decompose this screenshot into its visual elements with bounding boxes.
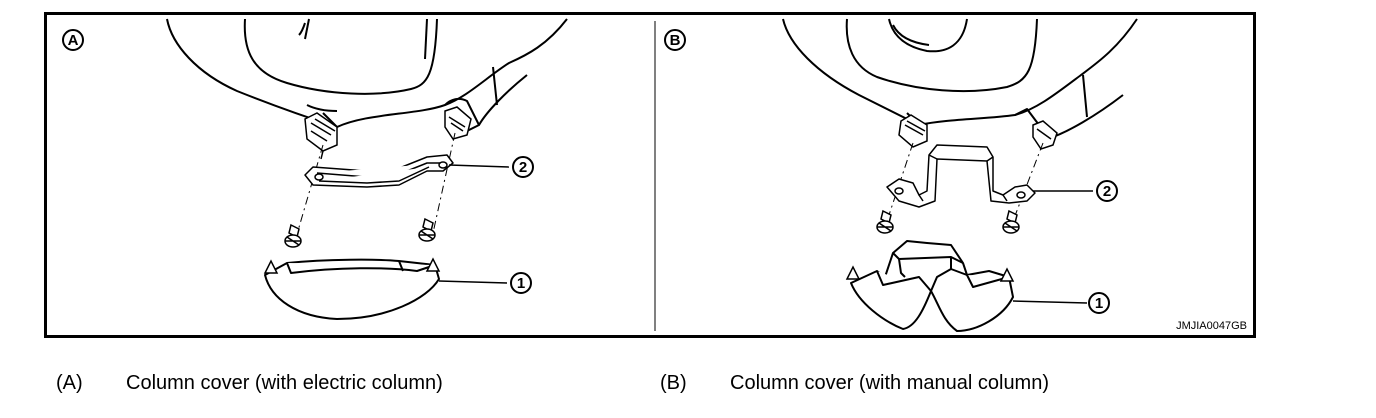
upper-column-cover-b bbox=[782, 18, 1138, 140]
alignment-lines-a bbox=[294, 132, 456, 242]
screw-b-left bbox=[876, 209, 894, 234]
panel-a: A bbox=[62, 18, 568, 320]
leader-lines-b bbox=[1012, 190, 1093, 304]
svg-text:1: 1 bbox=[517, 275, 525, 292]
svg-text:B: B bbox=[670, 32, 681, 49]
callout-b-2: 2 bbox=[1096, 180, 1118, 202]
caption-a-text: Column cover (with electric column) bbox=[126, 372, 443, 394]
screw-a-left bbox=[284, 223, 302, 248]
clip-b-right bbox=[1032, 120, 1058, 150]
clip-a-left bbox=[304, 112, 338, 160]
panel-b: B bbox=[664, 18, 1247, 332]
bracket-b bbox=[886, 144, 1036, 208]
caption-a-letter: (A) bbox=[56, 372, 83, 394]
caption-b-letter: (B) bbox=[660, 372, 687, 394]
clip-b-left bbox=[898, 114, 928, 148]
figure-id: JMJIA0047GB bbox=[1176, 320, 1247, 332]
triangle-markers-a bbox=[263, 257, 441, 274]
screw-a-right bbox=[418, 217, 436, 242]
upper-column-cover-a bbox=[166, 18, 568, 132]
svg-text:A: A bbox=[68, 32, 79, 49]
lower-column-cover-b bbox=[850, 240, 1014, 332]
caption-b-text: Column cover (with manual column) bbox=[730, 372, 1050, 394]
callout-b-1: 1 bbox=[1088, 292, 1110, 314]
svg-text:2: 2 bbox=[1103, 183, 1111, 200]
figure-frame: A bbox=[44, 12, 1256, 338]
callout-a-2: 2 bbox=[512, 156, 534, 178]
svg-text:1: 1 bbox=[1095, 295, 1103, 312]
bracket-a bbox=[304, 154, 454, 188]
leader-lines-a bbox=[438, 164, 510, 284]
screw-b-right bbox=[1002, 209, 1020, 234]
lower-column-cover-a bbox=[264, 258, 440, 320]
panel-a-label: A bbox=[62, 29, 84, 51]
diagram-svg: A bbox=[62, 18, 1247, 332]
triangle-markers-b bbox=[845, 265, 1015, 282]
svg-text:2: 2 bbox=[519, 159, 527, 176]
callout-a-1: 1 bbox=[510, 272, 532, 294]
panel-b-label: B bbox=[664, 29, 686, 51]
clip-a-right bbox=[444, 106, 472, 140]
